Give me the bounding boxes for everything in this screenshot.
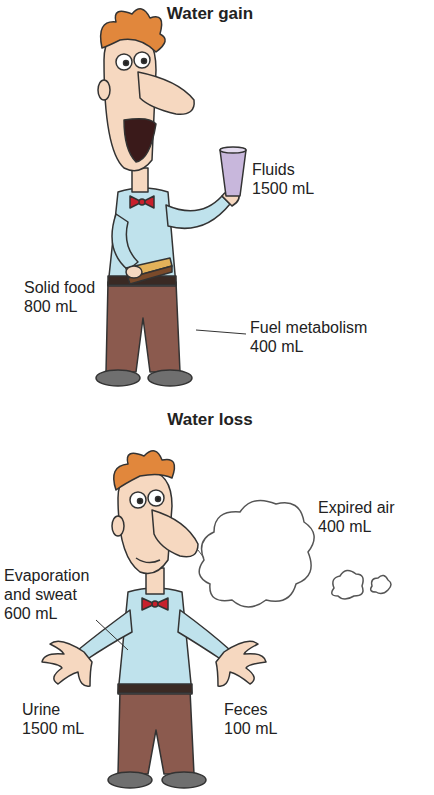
loss-figure-part: [136, 558, 160, 563]
loss-figure-part: [112, 516, 124, 536]
amount-label: Expired air 400 mL: [318, 498, 414, 536]
loss-figure-part: [108, 772, 152, 788]
gain-figure-part: [126, 266, 142, 278]
section-heading: Water gain: [0, 4, 420, 23]
breath-cloud: [199, 500, 391, 607]
loss-figure-part: [118, 684, 192, 693]
gain-figure-part: [108, 188, 176, 286]
gain-figure-part: [166, 196, 230, 228]
gain-figure-part: [134, 52, 150, 68]
amount-label: Solid food 800 mL: [24, 278, 116, 316]
amount-label: Fluids 1500 mL: [252, 160, 324, 198]
gain-figure: [96, 9, 246, 386]
amount-label: Feces 100 mL: [224, 700, 292, 738]
loss-figure-part: [142, 598, 168, 610]
gain-figure-part: [112, 214, 138, 270]
loss-figure-part: [156, 497, 161, 502]
gain-figure-part: [116, 54, 132, 70]
loss-figure-part: [78, 610, 132, 660]
gain-figure-part: [142, 59, 147, 64]
leader-line: [196, 330, 246, 334]
loss-figure-part: [118, 588, 192, 694]
loss-figure-part: [162, 772, 206, 788]
loss-figure-part: [152, 601, 158, 607]
gain-figure-part: [139, 199, 145, 205]
amount-label: Urine 1500 mL: [22, 700, 94, 738]
leader-line: [96, 620, 128, 650]
gain-figure-part: [220, 150, 246, 196]
loss-figure-part: [130, 492, 146, 508]
breath-cloud-part: [332, 570, 363, 599]
gain-figure-part: [124, 61, 129, 66]
loss-figure-part: [118, 690, 194, 774]
gain-figure-part: [101, 9, 166, 52]
section-heading: Water loss: [0, 410, 420, 429]
amount-label: Evaporation and sweat 600 mL: [4, 566, 108, 623]
loss-figure: [42, 451, 266, 788]
gain-figure-part: [106, 282, 180, 372]
loss-figure-part: [42, 641, 92, 686]
amount-label: Fuel metabolism 400 mL: [250, 318, 384, 356]
breath-cloud-part: [199, 500, 314, 607]
gain-figure-part: [124, 119, 156, 162]
gain-figure-part: [130, 196, 154, 208]
loss-figure-part: [138, 499, 143, 504]
loss-figure-part: [114, 451, 175, 490]
breath-line: [198, 550, 204, 558]
gain-figure-part: [148, 370, 192, 386]
loss-figure-part: [216, 641, 266, 686]
loss-figure-part: [148, 490, 164, 506]
gain-figure-part: [132, 168, 148, 192]
gain-figure-part: [98, 80, 110, 100]
loss-figure-part: [178, 610, 230, 660]
gain-figure-part: [96, 370, 140, 386]
gain-figure-part: [220, 147, 246, 153]
loss-figure-part: [152, 510, 198, 557]
breath-cloud-part: [371, 575, 391, 593]
gain-figure-part: [138, 72, 194, 114]
